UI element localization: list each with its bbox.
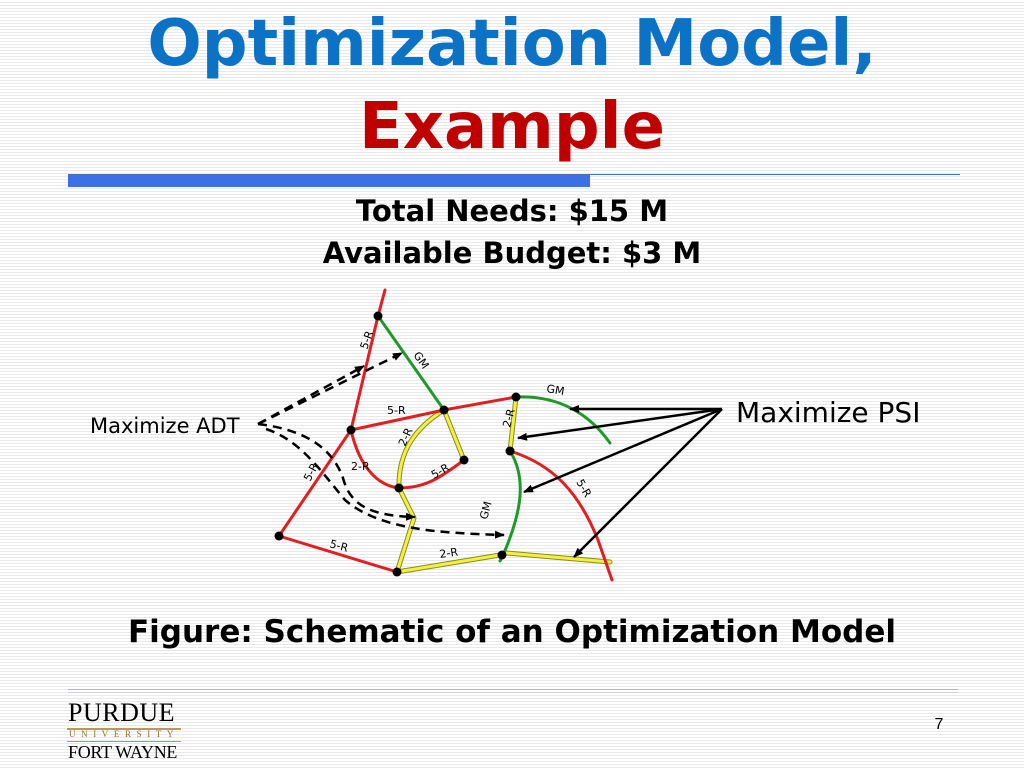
segment-label: 2-R — [500, 407, 517, 429]
segment-label: 2-R — [439, 545, 460, 561]
slide-title: Optimization Model, — [147, 7, 877, 81]
segment-label: 5-R — [387, 404, 406, 417]
segment-label: 5-R — [358, 329, 377, 351]
network-nodes — [274, 311, 521, 577]
segment-label: 5-R — [328, 537, 350, 554]
title-divider-bar — [68, 175, 590, 187]
footer-divider — [68, 689, 958, 690]
page-number: 7 — [934, 716, 944, 733]
slide-subtitle: Example — [358, 90, 666, 164]
segment-label: 5-R — [429, 461, 452, 482]
logo-name: PURDUE — [68, 698, 176, 727]
segment-labels: 5-R GM 5-R 2-R 2-R GM 5-R 2-R 5-R 5-R GM… — [301, 329, 594, 561]
logo-gold-rule — [67, 728, 181, 730]
footer-divider-secondary — [68, 692, 958, 693]
title-divider-thin — [68, 174, 960, 175]
adt-arrows — [257, 351, 505, 539]
purdue-fort-wayne-logo: PURDUE UNIVERSITY FORT WAYNE — [67, 698, 185, 762]
maximize-adt-label: Maximize ADT — [90, 414, 240, 438]
figure-caption: Figure: Schematic of an Optimization Mod… — [127, 614, 897, 650]
maximize-psi-label: Maximize PSI — [736, 396, 920, 429]
logo-gold-rule-lower — [67, 741, 181, 742]
segment-label: 5-R — [573, 477, 594, 500]
available-budget-text: Available Budget: $3 M — [322, 236, 702, 270]
logo-university: UNIVERSITY — [69, 729, 179, 739]
segment-label: GM — [477, 500, 494, 521]
segment-label: 2-R — [396, 426, 416, 449]
psi-arrows — [517, 405, 723, 558]
red-segments — [277, 288, 614, 582]
total-needs-text: Total Needs: $15 M — [355, 194, 669, 228]
logo-campus: FORT WAYNE — [68, 742, 178, 762]
segment-label: 2-R — [351, 460, 370, 473]
segment-label: GM — [545, 382, 565, 398]
